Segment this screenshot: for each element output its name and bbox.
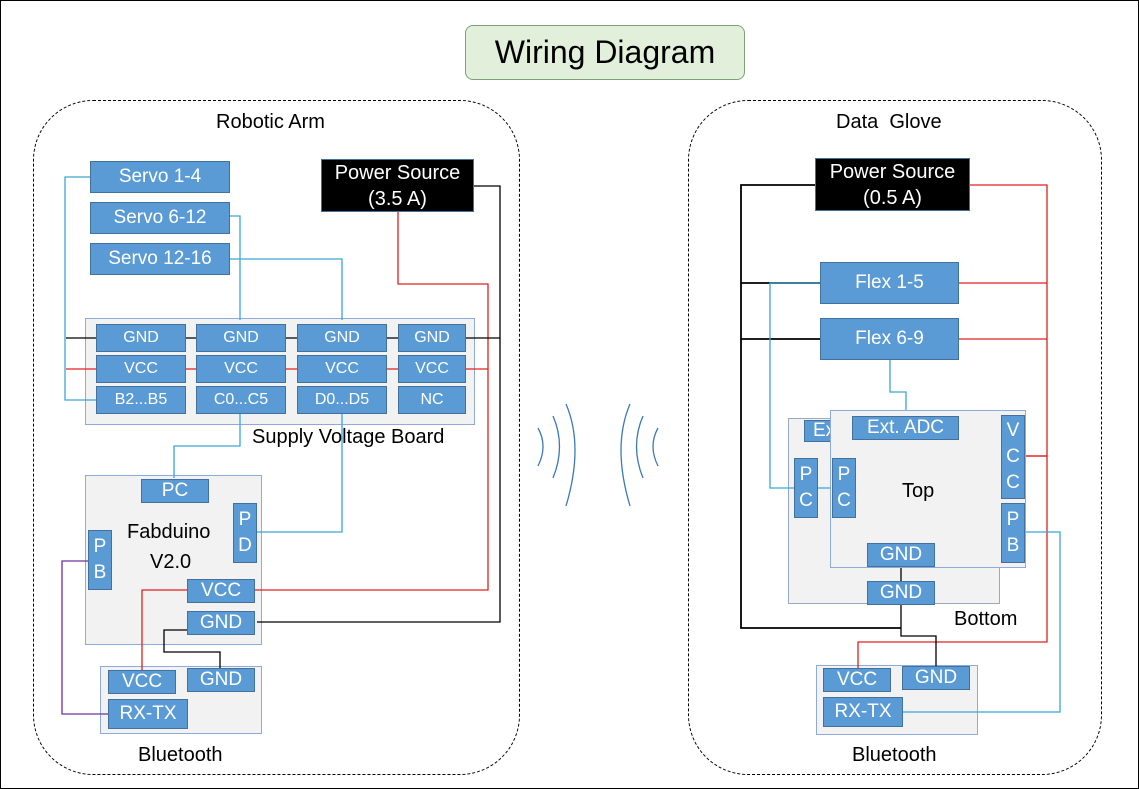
wire-power-gnd [257,185,501,623]
top-vcc-v: V [1006,420,1020,441]
wire-flex2-adc [889,360,907,415]
top-pb-b: B [1006,535,1020,556]
supply-vcc-4: VCC [398,355,466,383]
robotic-arm-label: Robotic Arm [216,111,325,133]
top-ext-adc-pin: Ext. ADC [852,416,959,440]
bottom-ext-adc-pin: Ex [804,420,834,442]
supply-gnd-3: GND [297,324,387,352]
top-pb-p: P [1006,509,1020,530]
supply-gnd-4: GND [398,324,466,352]
wire-flex1-pc [769,282,820,489]
power-source-arm-title: Power Source [334,161,461,184]
data-glove-label: Data Glove [836,111,942,133]
power-source-arm: Power Source (3.5 A) [321,159,474,212]
bt-glove-vcc-pin: VCC [823,668,891,692]
bt-arm-vcc-pin: VCC [108,670,176,694]
bt-glove-gnd-pin: GND [902,666,970,690]
top-vcc-c2: C [1006,472,1020,493]
power-source-glove-rating: (0.5 A) [863,186,922,209]
wire-power-vcc [255,210,489,591]
servo-12-16: Servo 12-16 [90,243,230,275]
power-source-glove-title: Power Source [829,160,956,183]
supply-gnd-1: GND [96,324,186,352]
fabduino-pd-p: P [238,509,252,530]
wire-servo1216-d0d5 [230,258,343,320]
bluetooth-glove-label: Bluetooth [852,744,937,766]
supply-b2-b5: B2...B5 [96,386,186,414]
fabduino-gnd-pin: GND [187,611,255,635]
power-source-arm-rating: (3.5 A) [368,187,427,210]
fabduino-pb-pin: P B [88,530,112,590]
wireless-signal-icon [537,403,659,507]
bottom-pc-pin: P C [794,458,818,518]
top-gnd-pin: GND [867,543,935,567]
fabduino-vcc-pin: VCC [187,579,255,603]
bt-arm-gnd-pin: GND [187,668,255,692]
wire-pb-rxtx [61,560,108,715]
servo-6-12: Servo 6-12 [90,202,230,234]
supply-d0-d5: D0...D5 [297,386,387,414]
fabduino-version: V2.0 [150,551,192,573]
bottom-pc-c: C [799,490,813,511]
bluetooth-arm-label: Bluetooth [138,744,223,766]
supply-vcc-3: VCC [297,355,387,383]
servo-1-4: Servo 1-4 [90,161,230,193]
power-source-glove: Power Source (0.5 A) [815,158,970,211]
wire-vcc-bt [141,589,187,670]
top-pc-c: C [837,490,851,511]
wire-glove-power-gnd [740,184,901,629]
wire-glove-vcc-bt [857,455,1048,668]
supply-vcc-1: VCC [96,355,186,383]
data-glove-group [688,100,1102,775]
bottom-gnd-pin: GND [867,581,935,605]
supply-c0-c5: C0...C5 [196,386,286,414]
flex-1-5: Flex 1-5 [820,262,959,304]
top-pb-pin: P B [1001,503,1025,563]
robotic-arm-group [33,100,520,775]
wire-servo612-c0c5 [230,215,241,320]
wire-gnd-bt [163,629,221,668]
bottom-board-label: Bottom [954,608,1018,630]
top-pc-p: P [837,464,851,485]
supply-board-label: Supply Voltage Board [252,426,445,448]
flex-6-9: Flex 6-9 [820,318,959,360]
fabduino-pb-p: P [93,536,107,557]
bottom-pc-p: P [799,464,813,485]
wire-pb-rxtx-glove [901,531,1061,713]
top-board-label: Top [902,480,935,502]
fabduino-pd-pin: P D [233,503,257,563]
fabduino-pc-pin: PC [141,479,209,503]
diagram-title: Wiring Diagram [465,25,745,80]
fabduino-pd-d: D [238,535,252,556]
bt-glove-rxtx-pin: RX-TX [823,697,903,727]
fabduino-pb-b: B [93,562,107,583]
wire-gnd-bt-glove [900,605,937,668]
top-pc-pin: P C [832,458,856,518]
supply-vcc-2: VCC [196,355,286,383]
supply-nc: NC [398,386,466,414]
top-vcc-c1: C [1006,446,1020,467]
fabduino-name: Fabduino [127,521,211,543]
wire-c0c5-pc [173,412,241,478]
bt-arm-rxtx-pin: RX-TX [108,699,188,729]
supply-gnd-2: GND [196,324,286,352]
wire-d0d5-pd [257,412,343,533]
top-vcc-pin: V C C [1001,415,1025,499]
wire-servo1-b2b5 [64,176,96,401]
